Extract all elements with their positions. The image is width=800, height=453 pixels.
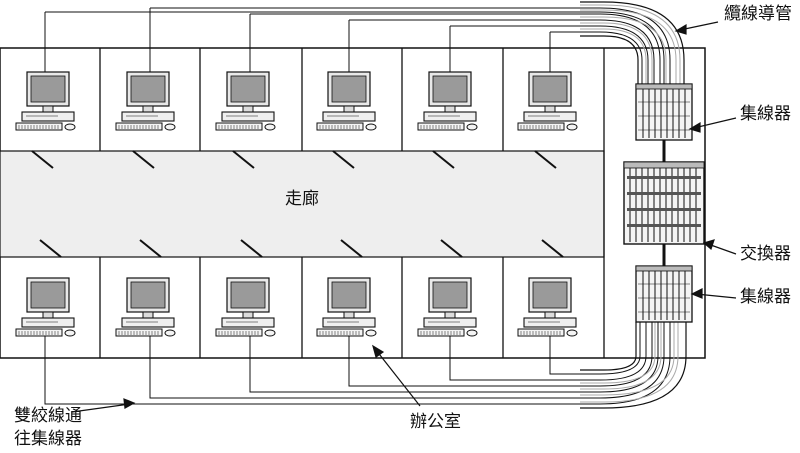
- bottom-office-dividers: [99, 257, 504, 358]
- conduit-label: 纜線導管: [724, 4, 792, 24]
- twisted-pair-label-line2: 往集線器: [14, 429, 82, 449]
- conduit-bottom: [44, 322, 687, 409]
- conduit-top: [44, 1, 685, 84]
- twisted-pair-label-line1: 雙絞線通: [14, 406, 82, 426]
- hub-bottom-label: 集線器: [740, 287, 791, 307]
- hub-top-icon: [635, 83, 693, 141]
- switch-icon: [623, 161, 705, 245]
- hub-bottom-icon: [635, 265, 693, 323]
- corridor-label: 走廊: [285, 189, 319, 209]
- top-office-dividers: [99, 48, 605, 358]
- top-office-doors: [31, 150, 557, 169]
- office-label: 辦公室: [410, 412, 461, 432]
- corridor: [0, 150, 605, 258]
- leader-lines: [71, 21, 737, 413]
- switch-label: 交換器: [740, 244, 791, 264]
- bottom-office-doors: [39, 239, 564, 258]
- hub-top-label: 集線器: [740, 104, 791, 124]
